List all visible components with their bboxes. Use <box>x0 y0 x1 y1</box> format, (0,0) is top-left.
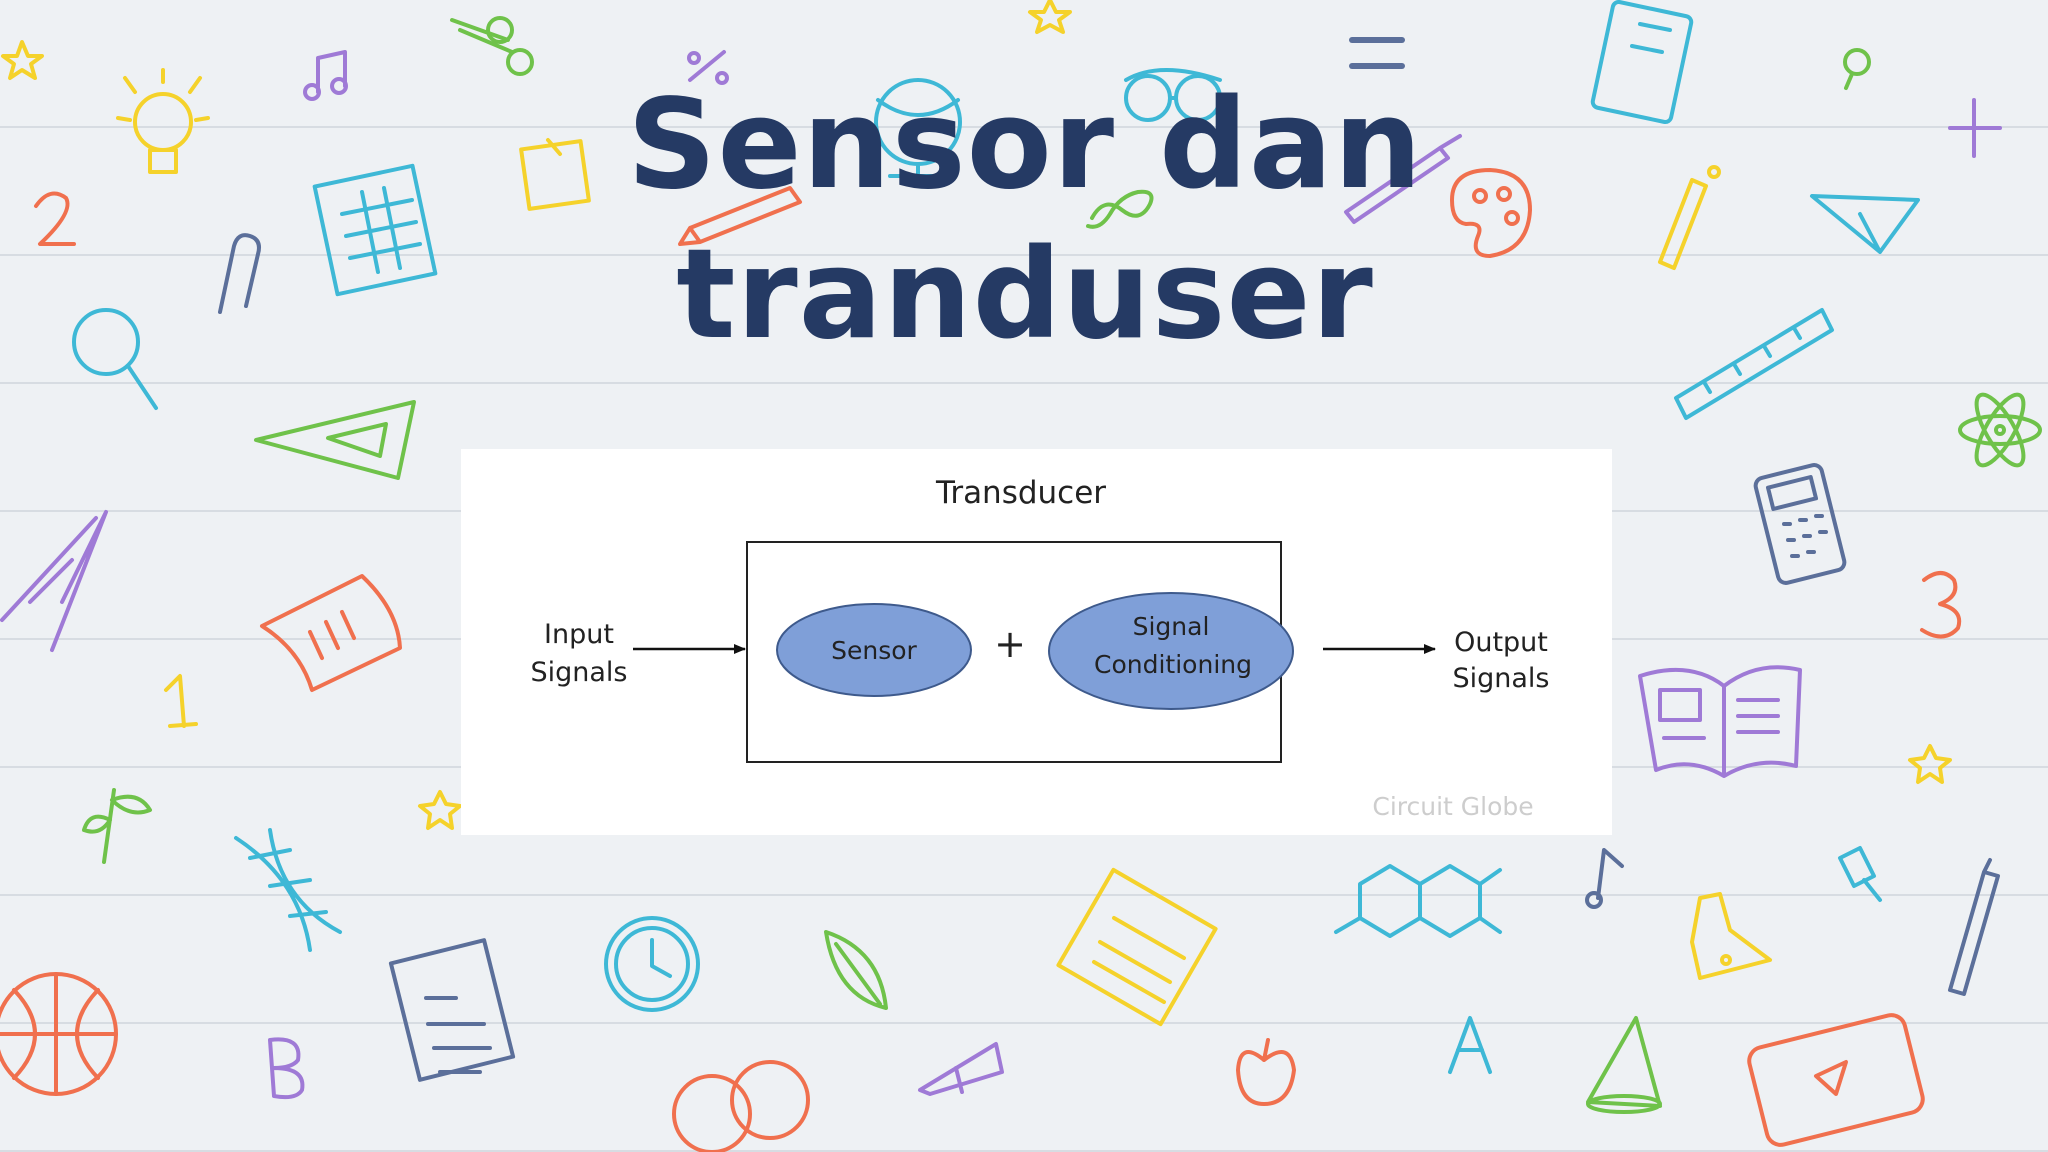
calculator-icon <box>1753 463 1847 585</box>
pen-icon <box>1658 165 1721 270</box>
letter-b-icon <box>268 1037 305 1100</box>
notebook-icon <box>1590 0 1694 125</box>
letter-a-icon <box>1448 1016 1492 1074</box>
infinity-icon <box>1086 189 1154 229</box>
paperclip-icon <box>218 233 261 314</box>
conditioning-label-line-1: Signal <box>1133 612 1210 641</box>
venn-icon <box>672 1060 810 1152</box>
pushpin-icon <box>1838 846 1882 902</box>
slide-title: Sensor dan tranduser <box>560 70 1490 370</box>
magnifier-icon <box>72 308 158 410</box>
atom-icon <box>1958 392 2042 468</box>
star-icon <box>1908 744 1952 784</box>
open-book-icon <box>1638 665 1802 778</box>
number-3-icon <box>1920 571 1962 639</box>
output-label-line-2: Signals <box>1452 663 1549 694</box>
signal-conditioning-ellipse <box>1048 592 1294 710</box>
pen-icon <box>1948 858 2000 996</box>
compass-icon <box>0 510 108 652</box>
percent-icon <box>687 50 729 85</box>
lightbulb-icon <box>116 68 210 174</box>
palette-icon <box>1450 168 1532 258</box>
paint-brush-icon <box>1344 134 1462 224</box>
star-icon <box>1 40 44 80</box>
apple-icon <box>1236 1038 1296 1106</box>
scissors-icon <box>450 16 534 76</box>
pencil-icon <box>678 186 802 246</box>
sensor-label: Sensor <box>831 636 917 665</box>
ruler-icon <box>1674 308 1834 420</box>
leaf-icon <box>824 930 888 1010</box>
equals-icon <box>1349 37 1405 69</box>
output-label-line-1: Output <box>1454 627 1548 658</box>
note-paper-icon <box>260 574 402 692</box>
music-note-icon <box>303 50 348 101</box>
input-label-line-1: Input <box>544 619 614 650</box>
goggles-icon <box>1124 68 1222 122</box>
diagram-canvas: Transducer Input Signals Sensor + Signal… <box>530 475 1549 821</box>
video-player-icon <box>1747 1013 1925 1147</box>
paper-plane-icon <box>1810 194 1920 254</box>
globe-icon <box>874 78 962 178</box>
watermark: Circuit Globe <box>1372 792 1533 821</box>
title-line-2: tranduser <box>676 223 1374 367</box>
star-icon <box>1028 0 1072 34</box>
transducer-diagram: Transducer Input Signals Sensor + Signal… <box>461 449 1612 835</box>
calendar-icon <box>312 163 438 297</box>
notepad-icon <box>1056 867 1218 1027</box>
sticky-note-icon <box>519 138 591 211</box>
plus-sign: + <box>994 622 1026 666</box>
triangle-ruler-icon <box>254 400 416 480</box>
cone-icon <box>1586 1016 1662 1114</box>
sprout-icon <box>82 788 152 864</box>
transducer-heading: Transducer <box>935 475 1106 511</box>
clock-icon <box>604 916 700 1012</box>
plus-icon <box>1948 98 2002 158</box>
document-icon <box>388 938 516 1082</box>
basketball-icon <box>0 972 118 1096</box>
sensor-ellipse <box>776 603 972 697</box>
input-label-line-2: Signals <box>530 657 627 688</box>
number-1-icon <box>164 674 198 728</box>
dna-icon <box>234 828 342 952</box>
molecule-icon <box>1334 864 1502 938</box>
eraser-icon <box>918 1042 1004 1096</box>
balloon-icon <box>1843 48 1871 90</box>
conditioning-label-line-2: Conditioning <box>1094 650 1252 679</box>
star-icon <box>418 790 462 830</box>
music-note-icon <box>1585 848 1624 909</box>
flask-icon <box>1690 892 1772 980</box>
number-2-icon <box>34 191 76 246</box>
title-line-1: Sensor dan <box>627 73 1423 217</box>
